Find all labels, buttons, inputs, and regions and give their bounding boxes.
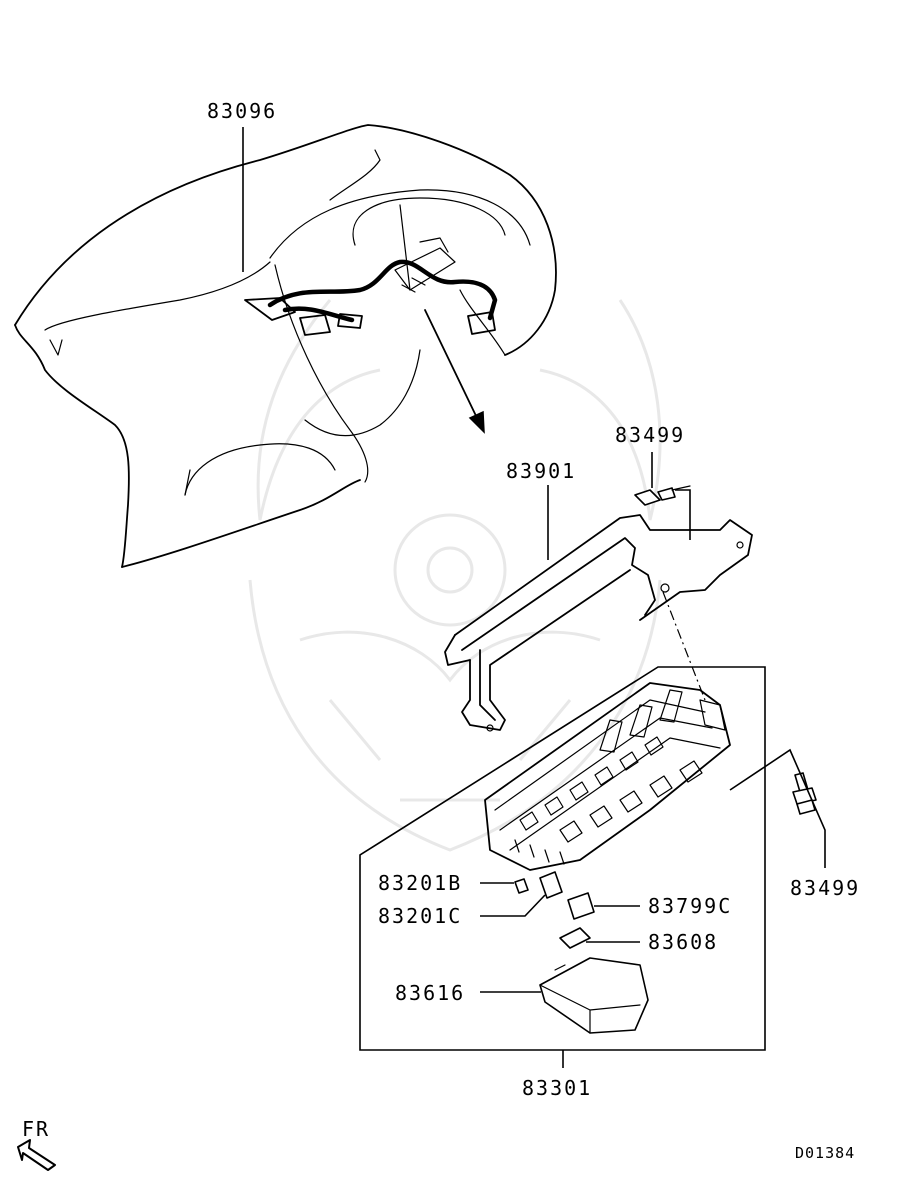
label-fuse-b: 83201B: [378, 871, 462, 895]
front-arrow-icon: [17, 1139, 56, 1171]
direction-arrow: [424, 309, 485, 434]
alignment-line: [662, 591, 706, 701]
instrument-panel: [14, 124, 557, 568]
diagram-code: D01384: [795, 1144, 855, 1162]
block-cover: [539, 957, 649, 1034]
relay-block: [484, 682, 731, 871]
bolt-top: [634, 485, 691, 506]
fuse-c: [539, 871, 563, 899]
relay-small: [559, 927, 591, 949]
leader-lines: [242, 127, 826, 1068]
label-bolt-top: 83499: [615, 423, 685, 447]
label-bolt-right: 83499: [790, 876, 860, 900]
mounting-bracket: [444, 514, 753, 732]
label-harness: 83096: [207, 99, 277, 123]
label-relay-c: 83799C: [648, 894, 732, 918]
fuse-b: [514, 878, 529, 894]
wiring-harness: [244, 237, 498, 336]
helmet-watermark-icon: [248, 299, 662, 852]
relay-c: [567, 892, 595, 920]
front-label: FR: [22, 1117, 50, 1141]
label-cover: 83616: [395, 981, 465, 1005]
bolt-right: [792, 772, 817, 815]
label-bracket: 83901: [506, 459, 576, 483]
label-fuse-c: 83201C: [378, 904, 462, 928]
assembly-frame: [359, 666, 766, 1051]
label-relay-block: 83301: [522, 1076, 592, 1100]
label-relay-small: 83608: [648, 930, 718, 954]
